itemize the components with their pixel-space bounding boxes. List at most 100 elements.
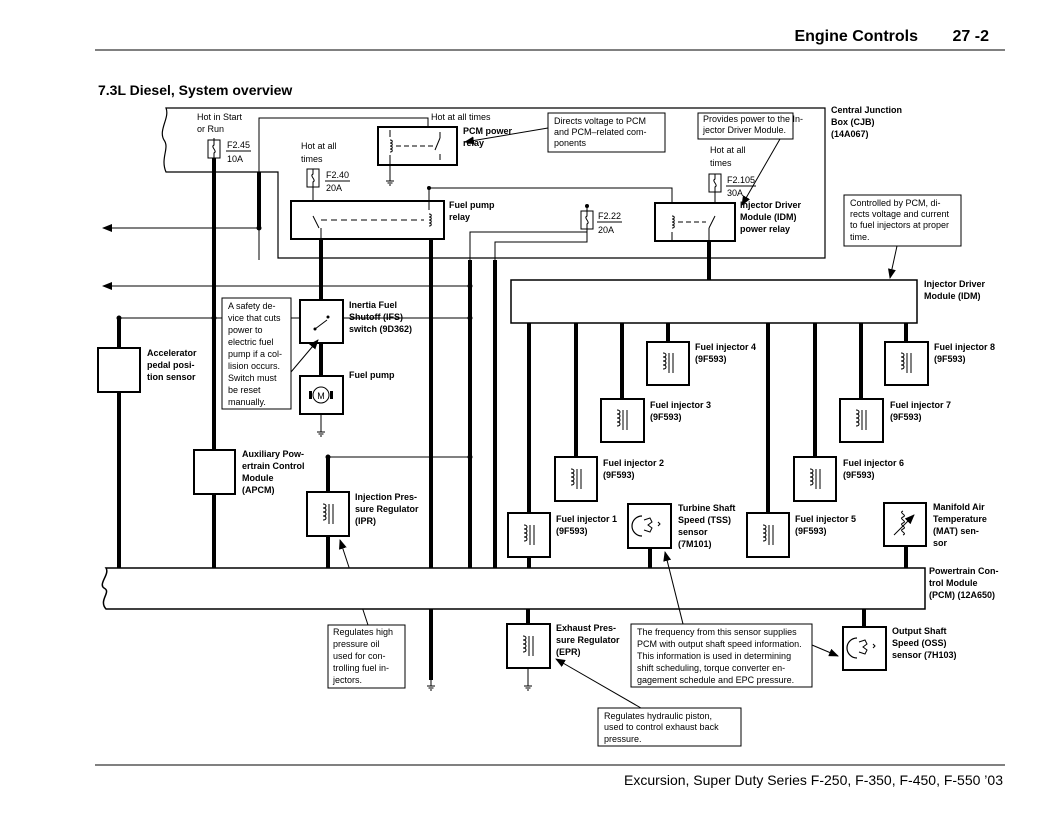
idm-power-relay-label: Injector Driver Module (IDM) power relay bbox=[740, 200, 802, 234]
fuel-injector-2: Fuel injector 2 (9F593) bbox=[554, 456, 664, 502]
fuel-injector-7: Fuel injector 7 (9F593) bbox=[839, 398, 951, 443]
fuel-pump-label: Fuel pump bbox=[349, 370, 395, 380]
note-ipr bbox=[327, 624, 406, 689]
svg-text:(9F593): (9F593) bbox=[695, 354, 727, 364]
svg-text:(14A067): (14A067) bbox=[831, 129, 869, 139]
svg-text:(9F593): (9F593) bbox=[556, 526, 588, 536]
svg-text:Regulates hydraulic piston,: Regulates hydraulic piston, bbox=[604, 711, 712, 721]
svg-text:(IPR): (IPR) bbox=[355, 516, 376, 526]
powertrain-control-module bbox=[101, 567, 926, 610]
oss-label: Output Shaft Speed (OSS) sensor (7H103) bbox=[892, 626, 957, 660]
svg-text:trol Module: trol Module bbox=[929, 578, 978, 588]
fuse-f2-22-amps: 20A bbox=[598, 225, 614, 235]
epr-label: Exhaust Pres- sure Regulator (EPR) bbox=[556, 623, 620, 657]
note-epr bbox=[597, 707, 742, 747]
svg-text:electric fuel: electric fuel bbox=[228, 337, 274, 347]
svg-text:Powertrain Con-: Powertrain Con- bbox=[929, 566, 999, 576]
svg-text:Fuel injector 3: Fuel injector 3 bbox=[650, 400, 711, 410]
svg-text:power relay: power relay bbox=[740, 224, 790, 234]
svg-text:(9F593): (9F593) bbox=[603, 470, 635, 480]
svg-text:This information is used in de: This information is used in determining bbox=[637, 651, 791, 661]
svg-text:to fuel injectors at proper: to fuel injectors at proper bbox=[850, 220, 949, 230]
fuse-f2-105-id: F2.105 bbox=[727, 175, 755, 185]
svg-text:Accelerator: Accelerator bbox=[147, 348, 197, 358]
svg-text:tion sensor: tion sensor bbox=[147, 372, 196, 382]
mat-label: Manifold Air Temperature (MAT) sen- sor bbox=[933, 502, 987, 548]
svg-text:pressure.: pressure. bbox=[604, 734, 642, 744]
fuse-f2-40-amps: 20A bbox=[326, 183, 342, 193]
svg-text:Hot in Start: Hot in Start bbox=[197, 112, 243, 122]
svg-text:Injector Driver: Injector Driver bbox=[740, 200, 802, 210]
svg-text:Module (IDM): Module (IDM) bbox=[924, 291, 981, 301]
svg-text:Injection Pres-: Injection Pres- bbox=[355, 492, 417, 502]
svg-text:Fuel injector 5: Fuel injector 5 bbox=[795, 514, 856, 524]
svg-text:ponents: ponents bbox=[554, 138, 587, 148]
svg-text:power to: power to bbox=[228, 325, 263, 335]
svg-text:Fuel injector 8: Fuel injector 8 bbox=[934, 342, 995, 352]
svg-text:Controlled by PCM, di-: Controlled by PCM, di- bbox=[850, 198, 941, 208]
fuel-injector-4: Fuel injector 4 (9F593) bbox=[646, 341, 756, 386]
svg-text:sure Regulator: sure Regulator bbox=[556, 635, 620, 645]
svg-text:(PCM) (12A650): (PCM) (12A650) bbox=[929, 590, 995, 600]
apcm-module bbox=[193, 449, 236, 495]
svg-text:manually.: manually. bbox=[228, 397, 266, 407]
svg-text:PCM with output shaft speed in: PCM with output shaft speed information. bbox=[637, 639, 802, 649]
fuse-f2-105-icon bbox=[708, 173, 722, 193]
note-ifs-safety bbox=[221, 297, 292, 410]
section-title: Engine Controls bbox=[794, 28, 918, 45]
hot-all-times-label-3: Hot at all times bbox=[710, 145, 746, 168]
fuel-pump-relay-label: Fuel pump relay bbox=[449, 200, 495, 222]
svg-text:Speed (TSS): Speed (TSS) bbox=[678, 515, 731, 525]
svg-text:and PCM–related com-: and PCM–related com- bbox=[554, 127, 647, 137]
svg-text:Exhaust Pres-: Exhaust Pres- bbox=[556, 623, 616, 633]
svg-text:be reset: be reset bbox=[228, 385, 261, 395]
pcm-label: Powertrain Con- trol Module (PCM) (12A65… bbox=[929, 566, 999, 600]
cjb-label: Central Junction Box (CJB) (14A067) bbox=[831, 105, 902, 139]
svg-text:used for con-: used for con- bbox=[333, 651, 386, 661]
svg-text:switch (9D362): switch (9D362) bbox=[349, 324, 412, 334]
svg-text:jector Driver Module.: jector Driver Module. bbox=[702, 125, 786, 135]
hot-start-run-label: Hot in Start or Run bbox=[197, 112, 243, 134]
hot-all-times-label-2: Hot at all times bbox=[301, 141, 337, 164]
app-sensor-label: Accelerator pedal posi- tion sensor bbox=[147, 348, 197, 382]
svg-text:(9F593): (9F593) bbox=[934, 354, 966, 364]
svg-text:jectors.: jectors. bbox=[332, 675, 362, 685]
fuel-injector-6: Fuel injector 6 (9F593) bbox=[793, 456, 904, 502]
svg-text:Temperature: Temperature bbox=[933, 514, 987, 524]
fuse-f2-45-amps: 10A bbox=[227, 154, 243, 164]
svg-text:Provides power to the In-: Provides power to the In- bbox=[703, 114, 803, 124]
svg-text:Fuel injector 6: Fuel injector 6 bbox=[843, 458, 904, 468]
svg-text:or Run: or Run bbox=[197, 124, 224, 134]
svg-text:Fuel injector 1: Fuel injector 1 bbox=[556, 514, 617, 524]
svg-text:Speed (OSS): Speed (OSS) bbox=[892, 638, 947, 648]
svg-text:Output Shaft: Output Shaft bbox=[892, 626, 947, 636]
fuel-injector-1: Fuel injector 1 (9F593) bbox=[507, 512, 617, 568]
fuel-injector-8: Fuel injector 8 (9F593) bbox=[884, 341, 995, 386]
svg-text:(APCM): (APCM) bbox=[242, 485, 275, 495]
svg-text:Directs voltage to PCM: Directs voltage to PCM bbox=[554, 116, 646, 126]
footer-text: Excursion, Super Duty Series F-250, F-35… bbox=[624, 772, 1003, 788]
fuse-f2-40-icon bbox=[306, 168, 320, 188]
hot-all-times-label-1: Hot at all times bbox=[431, 112, 491, 122]
idm-label: Injector Driver Module (IDM) bbox=[924, 279, 986, 301]
page-number: 27 -2 bbox=[953, 28, 990, 45]
ifs-label: Inertia Fuel Shutoff (IFS) switch (9D362… bbox=[349, 300, 412, 334]
fuse-f2-22-id: F2.22 bbox=[598, 211, 621, 221]
svg-text:pressure oil: pressure oil bbox=[333, 639, 380, 649]
fuel-pump-relay bbox=[290, 200, 445, 240]
svg-text:Injector Driver: Injector Driver bbox=[924, 279, 986, 289]
svg-text:gagement schedule and EPC pres: gagement schedule and EPC pressure. bbox=[637, 675, 794, 685]
svg-text:ertrain Control: ertrain Control bbox=[242, 461, 305, 471]
svg-text:time.: time. bbox=[850, 232, 870, 242]
svg-text:lision occurs.: lision occurs. bbox=[228, 361, 280, 371]
svg-text:M: M bbox=[317, 391, 325, 401]
svg-text:Auxiliary Pow-: Auxiliary Pow- bbox=[242, 449, 304, 459]
svg-text:Box (CJB): Box (CJB) bbox=[831, 117, 875, 127]
svg-text:Inertia Fuel: Inertia Fuel bbox=[349, 300, 397, 310]
svg-text:(9F593): (9F593) bbox=[843, 470, 875, 480]
svg-text:(9F593): (9F593) bbox=[650, 412, 682, 422]
svg-text:Switch must: Switch must bbox=[228, 373, 277, 383]
diagram-subtitle: 7.3L Diesel, System overview bbox=[98, 82, 292, 98]
fuel-injector-3: Fuel injector 3 (9F593) bbox=[600, 398, 711, 443]
